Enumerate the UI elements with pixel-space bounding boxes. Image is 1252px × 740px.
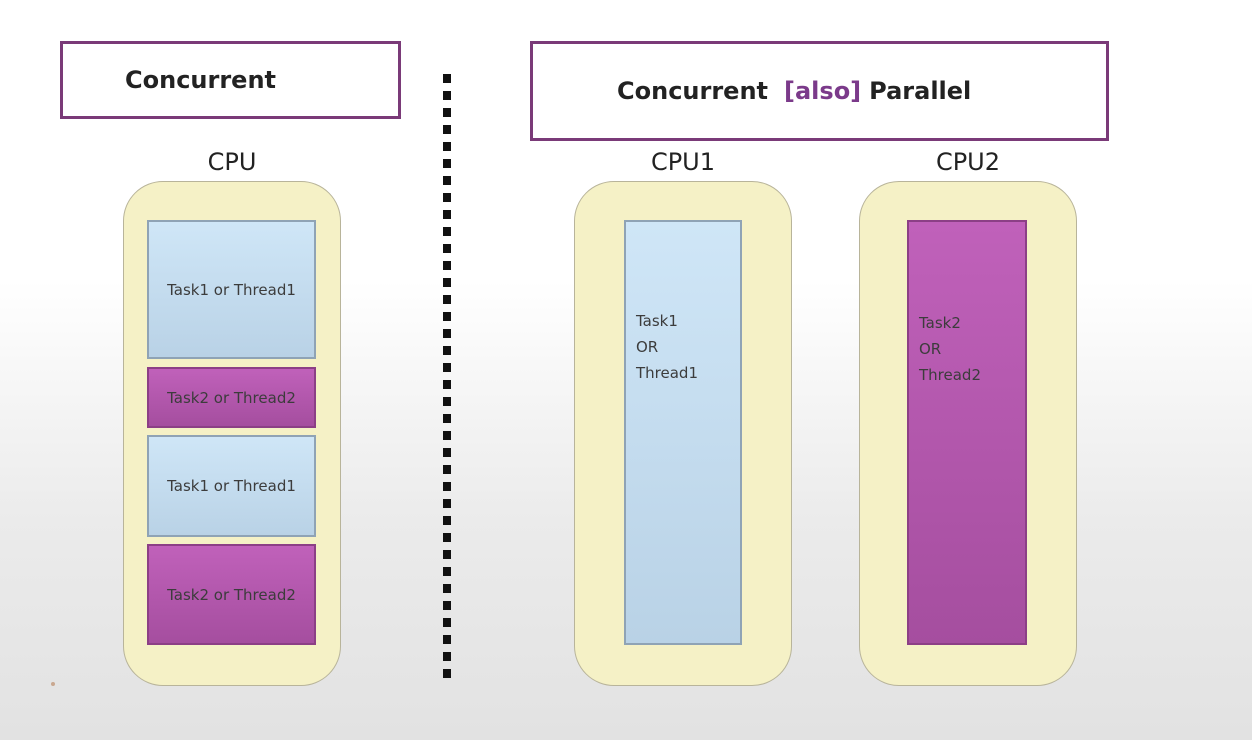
cpu1-task-line-3: Thread1 <box>636 364 698 382</box>
task-block-4: Task2 or Thread2 <box>147 544 316 645</box>
cpu2-task-line-3: Thread2 <box>919 366 981 384</box>
speck-mark <box>51 682 55 686</box>
concurrent-title-box: Concurrent <box>60 41 401 119</box>
task-block-3: Task1 or Thread1 <box>147 435 316 537</box>
cpu-label: CPU <box>207 148 257 176</box>
cpu2-task-line-2: OR <box>919 340 942 358</box>
concurrent-title: Concurrent <box>125 66 277 94</box>
cpu1-task-block: Task1 OR Thread1 <box>624 220 742 645</box>
cpu1-task-line-2: OR <box>636 338 659 356</box>
parallel-title-word-also: [also] <box>784 77 862 105</box>
parallel-title-box: Concurrent [also] Parallel <box>530 41 1109 141</box>
cpu2-task-block: Task2 OR Thread2 <box>907 220 1027 645</box>
cpu1-task-line-1: Task1 <box>636 312 678 330</box>
cpu2-task-line-1: Task2 <box>919 314 961 332</box>
cpu1-label: CPU1 <box>650 148 716 176</box>
dotted-divider <box>443 74 451 678</box>
parallel-title-word-concurrent: Concurrent <box>617 77 769 105</box>
task-block-1: Task1 or Thread1 <box>147 220 316 359</box>
cpu2-label: CPU2 <box>935 148 1001 176</box>
task-block-2: Task2 or Thread2 <box>147 367 316 428</box>
parallel-title-word-parallel: Parallel <box>869 77 972 105</box>
